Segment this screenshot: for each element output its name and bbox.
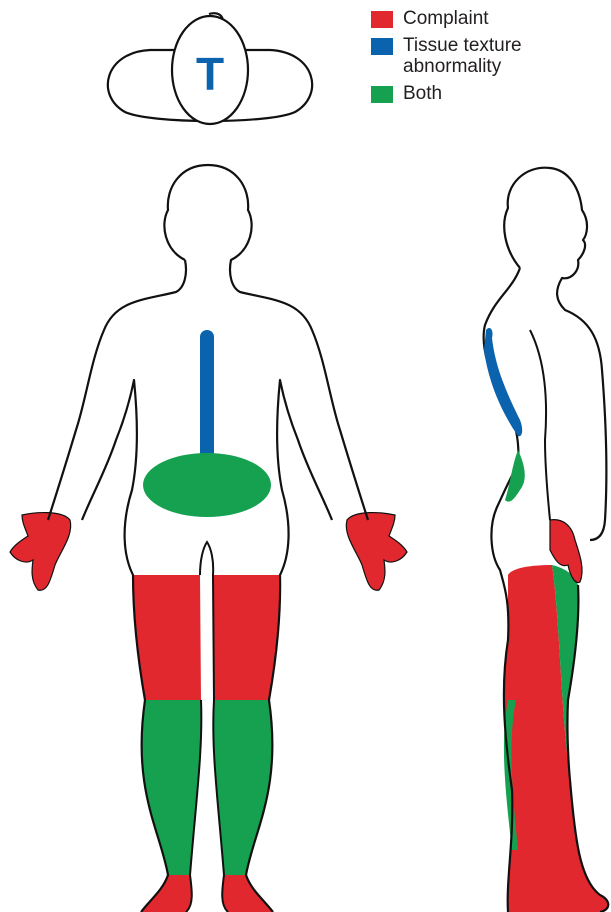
legend-swatch-complaint — [371, 11, 393, 28]
lateral-leg-complaint — [504, 565, 608, 912]
head-letter: T — [196, 48, 224, 100]
legend-label-both: Both — [403, 83, 583, 104]
lateral-lowback-both — [505, 450, 525, 502]
posterior-body-outline — [48, 165, 368, 912]
legend-label-tissue: Tissue texture abnormality — [403, 35, 553, 77]
legend-swatch-tissue — [371, 38, 393, 55]
posterior-thigh-complaint — [133, 575, 201, 700]
posterior-view — [10, 165, 407, 912]
posterior-spine-tissue — [200, 330, 214, 460]
posterior-thigh-complaint-right — [213, 575, 280, 700]
legend-item-both: Both — [371, 83, 583, 104]
legend-item-complaint: Complaint — [371, 8, 583, 29]
legend: Complaint Tissue texture abnormality Bot… — [371, 8, 583, 110]
posterior-lowback-both — [143, 453, 271, 517]
posterior-hand-right — [346, 513, 407, 591]
legend-item-tissue: Tissue texture abnormality — [371, 35, 583, 77]
lateral-arm-outline — [530, 330, 550, 520]
lateral-view — [484, 168, 609, 912]
legend-swatch-both — [371, 86, 393, 103]
lateral-back-tissue — [484, 328, 522, 436]
legend-label-complaint: Complaint — [403, 8, 583, 29]
posterior-hand-left — [10, 513, 71, 591]
